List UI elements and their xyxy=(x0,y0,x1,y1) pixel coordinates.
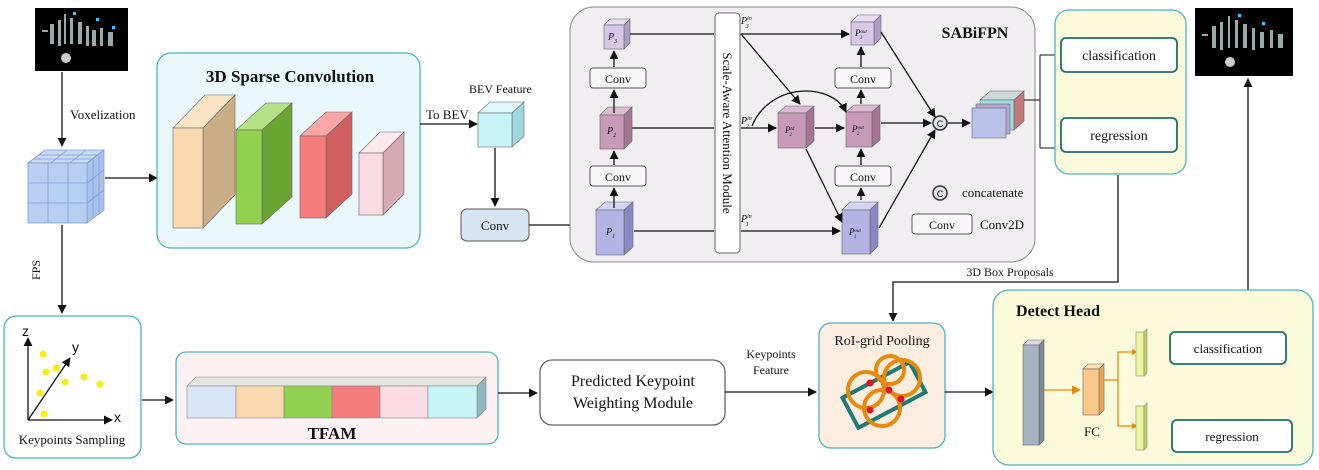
svg-text:Conv: Conv xyxy=(929,218,955,232)
svg-text:P1: P1 xyxy=(605,227,615,240)
node-p1: P1 xyxy=(595,201,634,256)
fc-cls-bar xyxy=(1135,328,1148,377)
svg-text:Conv2D: Conv2D xyxy=(980,217,1024,232)
bev-feature-cube xyxy=(477,101,525,148)
fps-label: FPS xyxy=(29,260,43,280)
to-bev-label: To BEV xyxy=(426,107,469,122)
sparse-conv-block-1 xyxy=(172,94,236,229)
bev-feature-label: BEV Feature xyxy=(469,82,532,96)
roi-grid-graphic xyxy=(839,354,929,431)
svg-text:Conv: Conv xyxy=(605,72,631,86)
keypoints-feature-label-1: Keypoints xyxy=(746,347,796,361)
fc-reg-bar xyxy=(1135,402,1148,451)
legend-concatenate: C concatenate xyxy=(932,185,1024,201)
svg-text:Conv: Conv xyxy=(850,72,876,86)
bev-conv-label: Conv xyxy=(481,218,510,233)
tfam-feature-strip xyxy=(186,376,487,419)
voxel-grid-cube xyxy=(26,149,106,224)
svg-text:classification: classification xyxy=(1082,49,1156,64)
keypoints xyxy=(36,350,104,418)
proposals-label: 3D Box Proposals xyxy=(966,265,1054,279)
fpn-conv-right-2: Conv xyxy=(834,165,892,187)
svg-text:P2: P2 xyxy=(606,126,616,139)
svg-text:y: y xyxy=(72,339,79,355)
svg-text:x: x xyxy=(114,409,121,425)
output-point-cloud-image xyxy=(1195,8,1293,76)
sparse-conv-block-3 xyxy=(299,111,353,219)
concatenated-feature-map xyxy=(971,90,1025,139)
fpn-conv-left-1: Conv xyxy=(589,165,647,187)
roi-pooling-title: RoI-grid Pooling xyxy=(834,334,929,349)
svg-text:Conv: Conv xyxy=(850,170,876,184)
tfam-title: TFAM xyxy=(308,424,357,443)
detect-classification-box: classification xyxy=(1169,331,1287,365)
rpn-regression-box: regression xyxy=(1060,117,1178,153)
sparse-conv-title: 3D Sparse Convolution xyxy=(206,67,375,86)
svg-text:regression: regression xyxy=(1205,429,1259,444)
svg-text:C: C xyxy=(937,119,944,129)
detect-head-title: Detect Head xyxy=(1016,303,1100,320)
sparse-conv-block-2 xyxy=(235,102,293,225)
detect-regression-box: regression xyxy=(1171,419,1293,453)
scale-aware-module xyxy=(714,12,741,254)
pkwm-box: Predicted Keypoint Weighting Module xyxy=(539,359,726,426)
proposals-arrow xyxy=(888,175,1119,322)
bev-conv-block: Conv xyxy=(460,208,530,242)
keypoints-feature-label-2: Feature xyxy=(753,363,789,377)
fc-block xyxy=(1082,363,1105,416)
voxelization-label: Voxelization xyxy=(70,107,136,122)
fc-label: FC xyxy=(1084,424,1100,439)
fpn-conv-right-1: Conv xyxy=(834,67,892,89)
node-p3: P3 xyxy=(603,18,631,50)
input-point-cloud-image xyxy=(35,8,128,71)
svg-text:Weighting Module: Weighting Module xyxy=(573,395,693,412)
svg-text:concatenate: concatenate xyxy=(962,185,1024,200)
concat-node: C xyxy=(932,115,948,131)
sparse-conv-block-4 xyxy=(358,131,405,216)
svg-text:Conv: Conv xyxy=(605,170,631,184)
detect-feature-bar xyxy=(1022,339,1045,446)
svg-text:C: C xyxy=(937,189,944,199)
legend-conv2d: Conv Conv2D xyxy=(911,213,1024,235)
svg-text:P3: P3 xyxy=(607,32,617,45)
node-p2: P2 xyxy=(599,106,633,150)
keypoint-axes: z y x xyxy=(22,323,121,425)
scale-aware-label: Scale-Aware Attention Module xyxy=(720,52,735,213)
keypoints-sampling-label: Keypoints Sampling xyxy=(19,432,126,447)
svg-text:z: z xyxy=(22,323,29,339)
svg-text:Predicted Keypoint: Predicted Keypoint xyxy=(571,373,696,390)
rpn-classification-box: classification xyxy=(1060,37,1178,73)
svg-text:classification: classification xyxy=(1194,341,1263,356)
sabifpn-title: SABiFPN xyxy=(942,25,1009,42)
fpn-conv-left-2: Conv xyxy=(589,67,647,89)
svg-text:regression: regression xyxy=(1090,129,1148,144)
